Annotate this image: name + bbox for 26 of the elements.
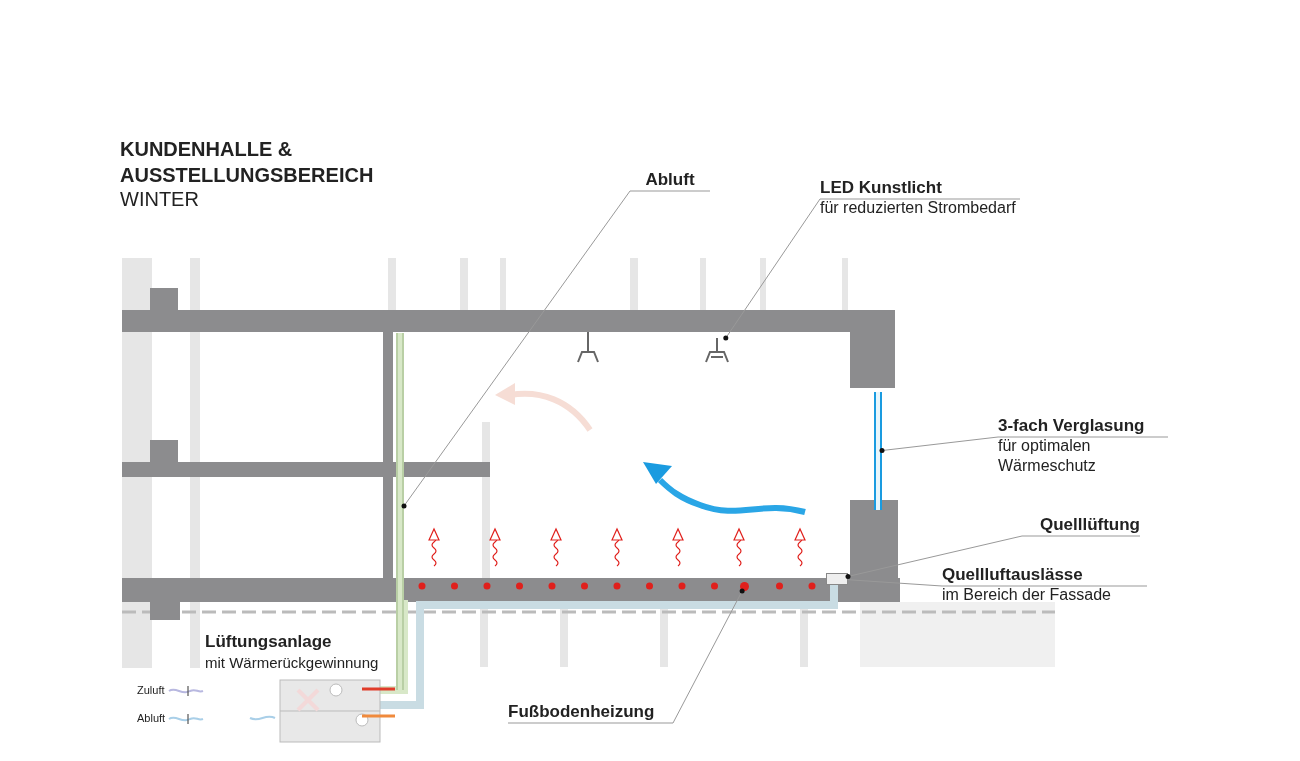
unit-description: mit Wärmerückgewinnung [205, 654, 379, 671]
unit-heading: Lüftungsanlage [205, 632, 332, 652]
leader-line [723, 198, 1021, 341]
leader-line [879, 436, 1169, 454]
callout-text: für optimalen Wärmeschutz [998, 436, 1097, 476]
subtitle: WINTER [120, 188, 199, 211]
leader-line [847, 579, 1148, 587]
legend-label: Zuluft [137, 684, 165, 696]
callout-heading: Quellluftauslässe [942, 565, 1084, 585]
callout-text: im Bereich der Fassade [942, 585, 1112, 605]
window-glazing [874, 392, 882, 510]
leader-line [845, 535, 1141, 579]
callout-heading: 3-fach Verglasung [998, 416, 1146, 436]
callout-heading: LED Kunstlicht [820, 178, 943, 198]
heating-pipe [740, 582, 749, 591]
callout-text: für reduzierten Strombedarf [820, 198, 1017, 218]
exhaust-duct [396, 333, 404, 690]
callout-heading: Quelllüftung [1038, 515, 1140, 535]
air-outlet [826, 573, 848, 585]
title: KUNDENHALLE & AUSSTELLUNGSBEREICH [120, 137, 375, 188]
ceiling-light [703, 338, 731, 364]
leader-line [401, 190, 711, 509]
leader-line [507, 588, 745, 724]
callout-heading: Fußbodenheizung [508, 702, 656, 722]
legend-label: Abluft [137, 712, 166, 724]
callout-heading: Abluft [644, 170, 696, 190]
